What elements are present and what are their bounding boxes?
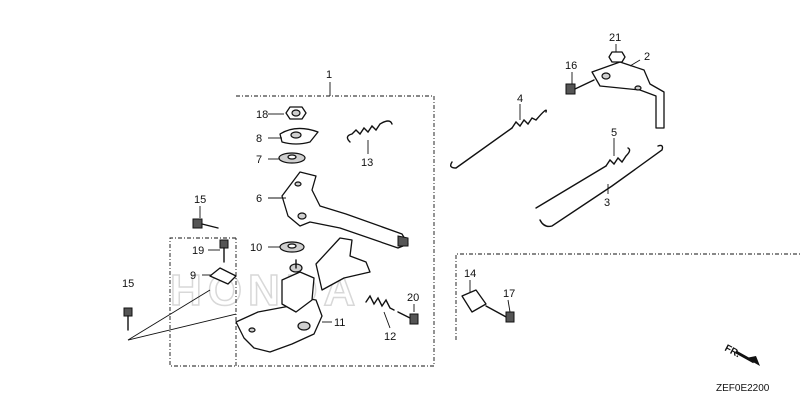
part-4-rod bbox=[449, 109, 547, 169]
part-15-bolt-lower bbox=[123, 307, 133, 331]
callout-2: 2 bbox=[644, 51, 650, 63]
diagram-code: ZEF0E2200 bbox=[716, 383, 770, 394]
callout-4: 4 bbox=[517, 93, 523, 105]
part-10-washer bbox=[279, 241, 305, 253]
part-7-washer bbox=[278, 152, 306, 164]
callout-1: 1 bbox=[326, 69, 332, 81]
callout-7: 7 bbox=[256, 154, 262, 166]
leader-2 bbox=[629, 59, 641, 67]
callout-14: 14 bbox=[464, 268, 476, 280]
part-20-bolt bbox=[397, 311, 419, 325]
callout-13: 13 bbox=[361, 157, 373, 169]
callout-6: 6 bbox=[256, 193, 262, 205]
callout-3: 3 bbox=[604, 197, 610, 209]
callout-21: 21 bbox=[609, 32, 621, 44]
part-12-spring bbox=[365, 294, 395, 311]
part-9-clip bbox=[209, 267, 237, 285]
callout-15-lower: 15 bbox=[122, 278, 134, 290]
part-13-spring bbox=[346, 120, 393, 143]
part-11-lever-assembly bbox=[235, 237, 371, 353]
part-3-rod bbox=[539, 144, 664, 228]
callout-11: 11 bbox=[334, 317, 345, 329]
callout-18: 18 bbox=[256, 109, 268, 121]
leader-12 bbox=[383, 311, 391, 329]
part-16-bolt bbox=[565, 79, 595, 95]
callout-5: 5 bbox=[611, 127, 617, 139]
assembly-box-right bbox=[455, 253, 800, 340]
part-18-flange-nut bbox=[285, 106, 307, 120]
part-21-nut bbox=[608, 51, 626, 63]
part-5-rod bbox=[535, 147, 631, 209]
leader-17 bbox=[507, 299, 511, 313]
part-19-bolt bbox=[219, 239, 229, 263]
part-2-bracket bbox=[591, 61, 665, 129]
callout-20: 20 bbox=[407, 292, 419, 304]
part-15-bolt-upper bbox=[192, 218, 219, 229]
callout-10: 10 bbox=[250, 242, 262, 254]
callout-17: 17 bbox=[503, 288, 515, 300]
callout-15-upper: 15 bbox=[194, 194, 206, 206]
callout-9: 9 bbox=[190, 270, 196, 282]
leader-15-lower-to-clip bbox=[127, 289, 211, 341]
front-direction-label: FR. bbox=[723, 343, 743, 360]
part-6-control-plate bbox=[281, 171, 409, 249]
leader-15-lower-to-base bbox=[127, 313, 237, 341]
callout-12: 12 bbox=[384, 331, 396, 343]
callout-16: 16 bbox=[565, 60, 577, 72]
assembly-box-lower bbox=[169, 237, 236, 367]
part-14-collar bbox=[461, 289, 487, 313]
part-8-lever bbox=[279, 127, 319, 145]
front-direction-arrow bbox=[735, 350, 760, 366]
callout-19: 19 bbox=[192, 245, 204, 257]
callout-8: 8 bbox=[256, 133, 262, 145]
